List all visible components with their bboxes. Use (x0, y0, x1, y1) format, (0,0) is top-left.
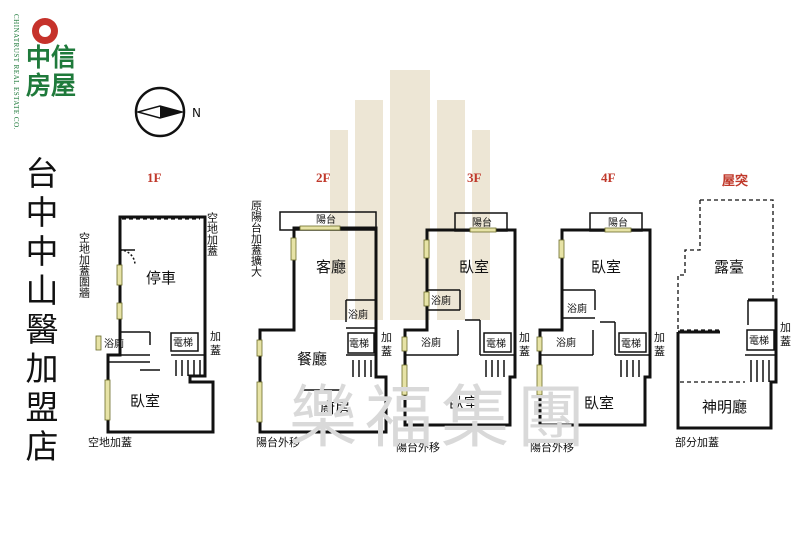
room-bath-1f: 浴廁 (104, 337, 124, 350)
room-bath-top-3f: 浴廁 (431, 294, 451, 307)
note-right-1f-a: 加 (210, 330, 221, 343)
note-left-1f: 空地加蓋圍牆 (78, 231, 91, 299)
floor-plan-4f: 陽台 臥室 浴廁 浴廁 電梯 臥室 加 蓋 陽台外移 (530, 212, 665, 454)
room-kitchen-2f: 廚房 (320, 399, 350, 417)
floor-label-1f: 1F (147, 170, 162, 185)
room-elevator-4f: 電梯 (621, 337, 641, 350)
room-bath-4f: 浴廁 (556, 336, 576, 349)
note-bottom-3f: 陽台外移 (396, 440, 440, 454)
note-right-4f-a: 加 (654, 331, 665, 344)
note-bottom-roof: 部分加蓋 (675, 435, 719, 449)
note-right-3f-b: 蓋 (519, 345, 530, 358)
room-elevator-1f: 電梯 (173, 336, 193, 349)
room-bedroom-top-4f: 臥室 (591, 258, 621, 276)
room-bath-3f: 浴廁 (421, 336, 441, 349)
floor-label-roof: 屋突 (722, 173, 749, 188)
note-right-roof-a: 加 (780, 321, 791, 334)
store-title: 台中中山醫加盟店 (25, 154, 59, 466)
note-right-1f-b: 蓋 (210, 344, 221, 357)
note-left-2f: 原陽台加蓋擴大 (250, 200, 263, 277)
room-bedroom-top-3f: 臥室 (459, 258, 489, 276)
note-right-roof-b: 蓋 (780, 335, 791, 348)
room-elevator-2f: 電梯 (349, 337, 369, 350)
room-bedroom-3f: 臥室 (449, 394, 479, 412)
logo-english-text: CHINATRUST REAL ESTATE CO. (12, 14, 20, 130)
note-right-4f-b: 蓋 (654, 345, 665, 358)
room-parking-1f: 停車 (146, 269, 176, 287)
logo-emblem-icon (32, 18, 58, 44)
room-bath-2f: 浴廁 (348, 308, 368, 321)
room-living-2f: 客廳 (316, 258, 346, 276)
room-bedroom-1f: 臥室 (130, 392, 160, 410)
note-bottom-4f: 陽台外移 (530, 440, 574, 454)
room-bedroom-4f: 臥室 (584, 394, 614, 412)
note-bottom-1f: 空地加蓋 (88, 435, 132, 449)
floor-label-3f: 3F (467, 170, 482, 185)
room-bath-top-4f: 浴廁 (567, 302, 587, 315)
room-shrine-roof: 神明廳 (702, 398, 747, 416)
watermark-text: 樂福集團 (288, 379, 593, 458)
floor-plan-3f: 陽台 臥室 浴廁 浴廁 電梯 臥室 加 蓋 陽台外移 (396, 212, 530, 454)
note-right-3f-a: 加 (519, 331, 530, 344)
floor-label-4f: 4F (601, 170, 616, 185)
note-bottom-2f: 陽台外移 (256, 435, 300, 449)
room-balcony-4f: 陽台 (608, 216, 628, 229)
watermark-building-icon (330, 70, 490, 320)
room-elevator-3f: 電梯 (486, 337, 506, 350)
logo-name: 中信房屋 (26, 43, 77, 100)
compass-icon: N (134, 86, 201, 138)
note-top-right-1f: 空地加蓋 (206, 211, 219, 256)
room-balcony-2f: 陽台 (316, 213, 336, 226)
floor-plan-1f: 停車 浴廁 電梯 臥室 空地加蓋 空地加蓋圍牆 加 蓋 空地加蓋 (78, 211, 222, 449)
note-right-2f-a: 加 (381, 331, 392, 344)
compass-north-label: N (192, 106, 201, 120)
room-dining-2f: 餐廳 (297, 350, 327, 368)
company-logo: CHINATRUST REAL ESTATE CO. 中信房屋 (12, 8, 88, 130)
floor-label-2f: 2F (316, 170, 331, 185)
room-elevator-roof: 電梯 (749, 334, 769, 347)
room-balcony-3f: 陽台 (472, 216, 492, 229)
floor-plan-2f: 陽台 客廳 浴廁 電梯 餐廳 廚房 原陽台加蓋擴大 加 蓋 陽台外移 (250, 200, 393, 449)
floor-plan-roof: 露臺 電梯 神明廳 加 蓋 部分加蓋 (675, 199, 791, 449)
note-right-2f-b: 蓋 (381, 345, 392, 358)
room-terrace-roof: 露臺 (714, 258, 744, 276)
